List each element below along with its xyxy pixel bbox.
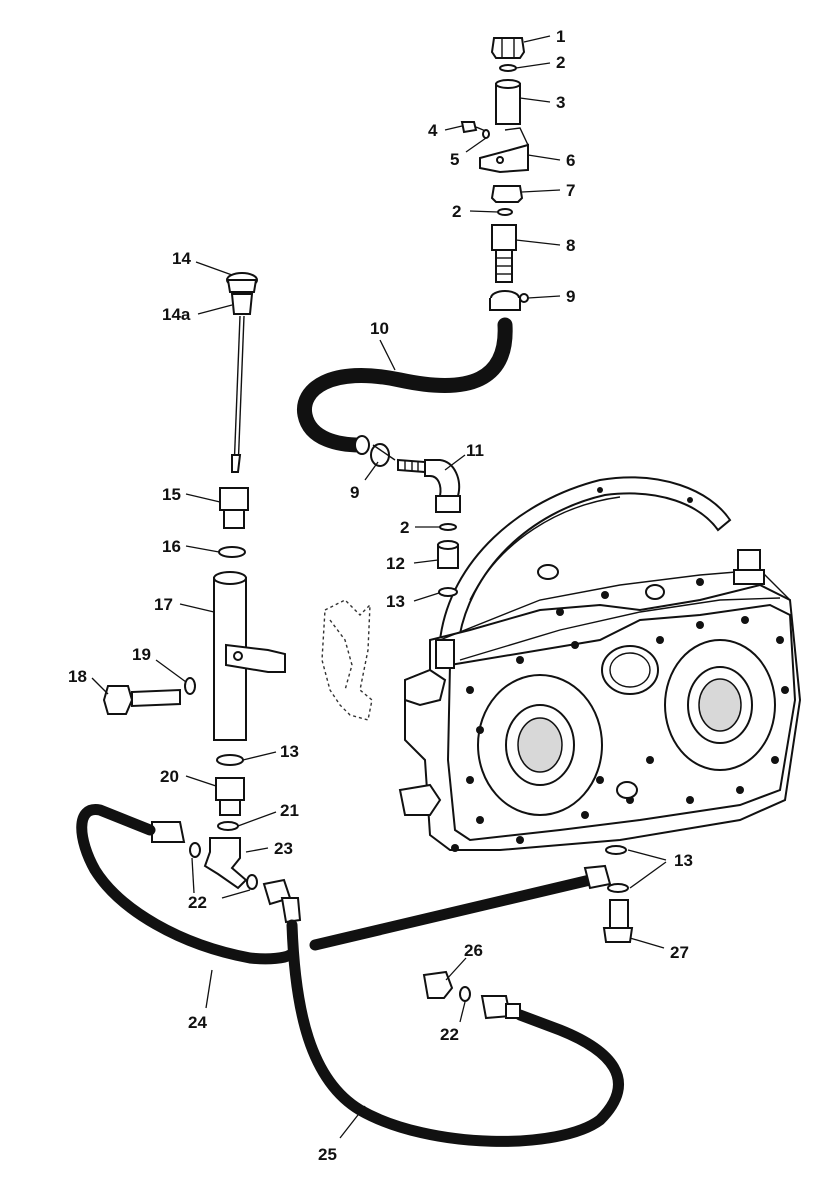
dashed-bracket-outline xyxy=(321,599,373,721)
dipstick-assembly xyxy=(226,272,258,473)
callout-17: 17 xyxy=(154,595,173,614)
callout-4: 4 xyxy=(428,121,438,140)
callout-8: 8 xyxy=(566,236,575,255)
gearbox-housing xyxy=(398,476,802,852)
callout-21: 21 xyxy=(280,801,299,820)
callout-labels: 1 2 3 4 5 6 7 2 8 9 10 9 11 14 14a 15 16… xyxy=(68,27,693,1164)
callout-22-left: 22 xyxy=(188,893,207,912)
callout-14a: 14a xyxy=(162,305,191,324)
callout-27: 27 xyxy=(670,943,689,962)
callout-3: 3 xyxy=(556,93,565,112)
hose-25 xyxy=(262,878,624,1147)
hose-24 xyxy=(76,804,612,965)
callout-5: 5 xyxy=(450,150,459,169)
callout-10: 10 xyxy=(370,319,389,338)
callout-14: 14 xyxy=(172,249,191,268)
callout-11: 11 xyxy=(466,441,484,460)
callout-16: 16 xyxy=(162,537,181,556)
callout-2-middle: 2 xyxy=(452,202,461,221)
callout-15: 15 xyxy=(162,485,181,504)
fittings-12-group xyxy=(437,523,459,597)
hose-10-assembly xyxy=(297,317,513,513)
callout-26: 26 xyxy=(464,941,483,960)
callout-13-middle: 13 xyxy=(280,742,299,761)
callout-23: 23 xyxy=(274,839,293,858)
filler-tube-assembly xyxy=(102,487,286,890)
callout-7: 7 xyxy=(566,181,575,200)
callout-13-right: 13 xyxy=(674,851,693,870)
callout-2-lower: 2 xyxy=(400,518,409,537)
callout-9-top: 9 xyxy=(566,287,575,306)
callout-19: 19 xyxy=(132,645,151,664)
callout-25: 25 xyxy=(318,1145,337,1164)
leader-lines xyxy=(91,35,667,1139)
callout-13-upper: 13 xyxy=(386,592,405,611)
callout-20: 20 xyxy=(160,767,179,786)
callout-6: 6 xyxy=(566,151,575,170)
banjo-bolt-27-group xyxy=(602,845,634,943)
callout-9-lower: 9 xyxy=(350,483,359,502)
upper-fitting-stack xyxy=(460,37,529,311)
callout-24: 24 xyxy=(188,1013,207,1032)
callout-1: 1 xyxy=(556,27,565,46)
callout-18: 18 xyxy=(68,667,87,686)
callout-2-top: 2 xyxy=(556,53,565,72)
callout-12: 12 xyxy=(386,554,405,573)
callout-22-right: 22 xyxy=(440,1025,459,1044)
